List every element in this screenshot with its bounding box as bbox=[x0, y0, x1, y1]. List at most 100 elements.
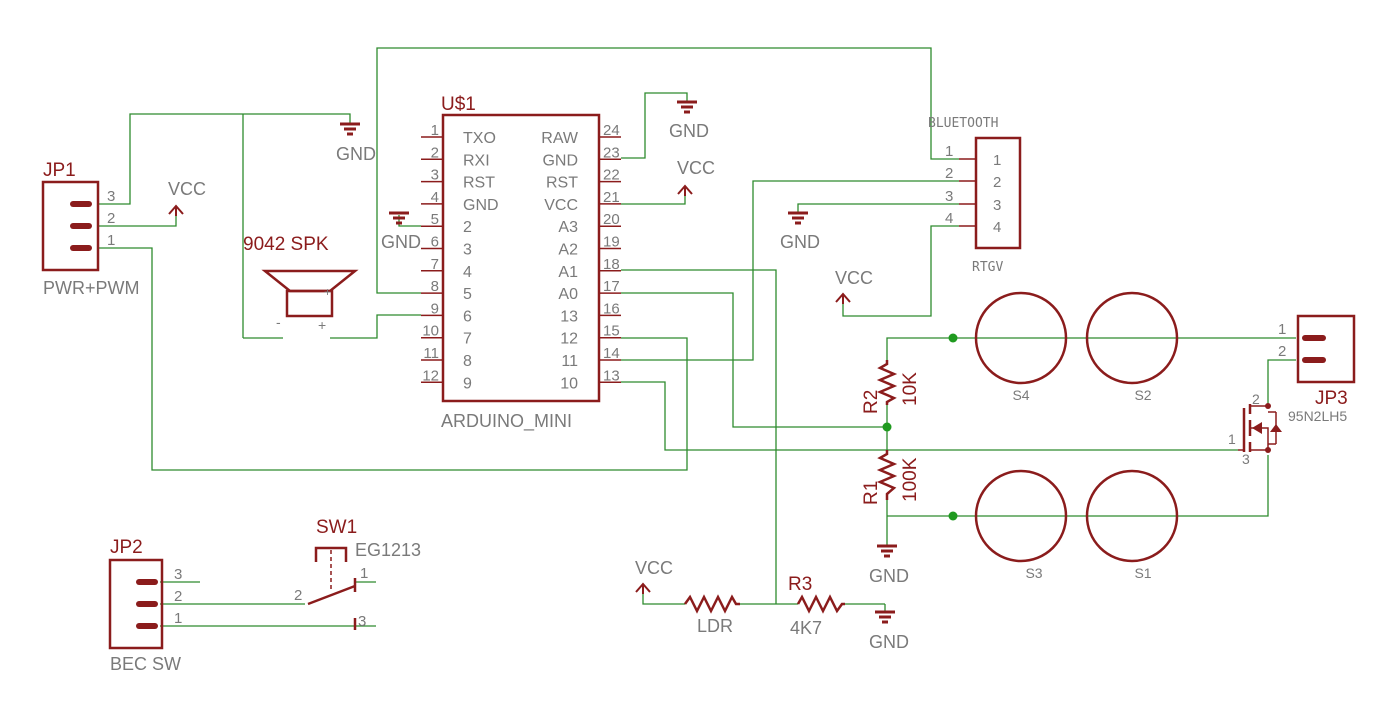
sensor-label: S3 bbox=[1025, 565, 1042, 581]
mcu-right-pin-label: RST bbox=[546, 175, 578, 192]
mcu-left-pin-label: TXO bbox=[463, 130, 496, 147]
mcu-right-pin-number: 19 bbox=[603, 234, 620, 251]
gnd-label: GND bbox=[780, 232, 820, 252]
vcc-label: VCC bbox=[635, 558, 673, 578]
jp2-pin: 3 bbox=[174, 566, 182, 583]
sensor-s2[interactable]: S2 bbox=[1085, 291, 1179, 403]
jp3-name: JP3 bbox=[1315, 388, 1348, 409]
speaker-minus: - bbox=[276, 314, 281, 330]
resistor-r2[interactable]: R2 10K bbox=[861, 360, 921, 414]
mosfet-pin: 2 bbox=[1252, 391, 1260, 407]
mcu-left-pin-label: 7 bbox=[463, 331, 472, 348]
r1-value: 100K bbox=[900, 457, 921, 502]
ldr-value: LDR bbox=[697, 616, 733, 636]
r1-name: R1 bbox=[861, 481, 882, 505]
jp2-value: BEC SW bbox=[110, 654, 181, 674]
junction-dot bbox=[948, 511, 958, 521]
mcu-left-pin-number: 9 bbox=[431, 300, 439, 317]
resistor-r1[interactable]: R1 100K bbox=[861, 450, 921, 505]
mcu-right-pin-number: 22 bbox=[603, 167, 620, 184]
bluetooth-pin-inner: 4 bbox=[993, 219, 1001, 236]
sensor-label: S2 bbox=[1134, 387, 1151, 403]
sw1-name: SW1 bbox=[316, 517, 357, 538]
bluetooth-module[interactable]: BLUETOOTH RTGV 1 2 3 4 1 2 3 4 bbox=[928, 116, 1022, 275]
ldr[interactable]: LDR bbox=[683, 594, 740, 636]
jp1-connector[interactable]: JP1 PWR+PWM 3 2 1 bbox=[41, 160, 140, 298]
mcu-left-pin-label: 9 bbox=[463, 375, 472, 392]
mcu-left-pin-number: 4 bbox=[431, 189, 439, 206]
mcu-left-pin-number: 1 bbox=[431, 122, 439, 139]
speaker-value: 9042 SPK bbox=[243, 234, 329, 255]
bluetooth-pin-inner: 2 bbox=[993, 174, 1001, 191]
mcu-left-pin-number: 10 bbox=[422, 323, 439, 340]
vcc-symbol: VCC bbox=[635, 558, 673, 594]
mcu-right-pin-number: 23 bbox=[603, 144, 620, 161]
sensor-s3[interactable]: S3 bbox=[974, 469, 1068, 581]
sw1-switch[interactable]: SW1 EG1213 1 2 3 bbox=[294, 517, 421, 630]
gnd-label: GND bbox=[381, 232, 421, 252]
gnd-symbol: GND bbox=[869, 610, 909, 652]
gnd-symbol: GND bbox=[381, 211, 421, 252]
r2-name: R2 bbox=[861, 390, 882, 414]
sensor-s4[interactable]: S4 bbox=[974, 291, 1068, 403]
mcu-right-pin-label: RAW bbox=[541, 130, 579, 147]
sw1-value: EG1213 bbox=[355, 540, 421, 560]
mcu-right-pin-number: 17 bbox=[603, 278, 620, 295]
resistor-r3[interactable]: R3 4K7 bbox=[788, 574, 845, 638]
sensor-s1[interactable]: S1 bbox=[1085, 469, 1179, 581]
jp3-pin: 1 bbox=[1278, 321, 1286, 338]
mcu-left-pin-label: GND bbox=[463, 197, 499, 214]
gnd-symbol: GND bbox=[669, 100, 709, 141]
mcu-value: ARDUINO_MINI bbox=[441, 411, 572, 432]
mcu-right-pin-number: 16 bbox=[603, 300, 620, 317]
bluetooth-pin-outer: 4 bbox=[945, 210, 953, 227]
vcc-label: VCC bbox=[835, 268, 873, 288]
jp3-connector[interactable]: JP3 1 2 bbox=[1278, 314, 1356, 409]
speaker-plus-top: + bbox=[324, 285, 331, 299]
gnd-label: GND bbox=[869, 632, 909, 652]
jp1-name: JP1 bbox=[43, 160, 76, 181]
mcu-left-pin-number: 6 bbox=[431, 234, 439, 251]
mcu-left-pin-number: 8 bbox=[431, 278, 439, 295]
jp2-pin: 2 bbox=[174, 588, 182, 605]
mcu-left-pin-label: 8 bbox=[463, 353, 472, 370]
sensor-label: S4 bbox=[1012, 387, 1029, 403]
vcc-symbol: VCC bbox=[168, 179, 206, 216]
mcu-left-pin-number: 12 bbox=[422, 367, 439, 384]
mcu-left-pin-number: 3 bbox=[431, 167, 439, 184]
mcu-right-pin-label: A3 bbox=[558, 219, 578, 236]
mcu-right-pin-label: A1 bbox=[558, 264, 578, 281]
mosfet[interactable]: 95N2LH5 2 1 3 bbox=[1228, 391, 1347, 467]
mcu-left-pin-label: 2 bbox=[463, 219, 472, 236]
mcu-left-pin-label: 4 bbox=[463, 264, 472, 281]
mcu-left-pin-label: 3 bbox=[463, 242, 472, 259]
gnd-symbol: GND bbox=[336, 122, 376, 164]
mcu-right-pin-number: 20 bbox=[603, 211, 620, 228]
jp2-connector[interactable]: JP2 BEC SW 3 2 1 bbox=[108, 537, 182, 674]
mcu-right-pin-number: 15 bbox=[603, 323, 620, 340]
mcu-right-pin-label: 13 bbox=[560, 308, 578, 325]
mosfet-pin: 1 bbox=[1228, 431, 1236, 447]
bluetooth-pin-outer: 3 bbox=[945, 188, 953, 205]
bluetooth-value: RTGV bbox=[972, 260, 1003, 275]
r3-name: R3 bbox=[788, 574, 812, 595]
r2-value: 10K bbox=[900, 372, 921, 406]
gnd-symbol: GND bbox=[780, 211, 820, 252]
speaker[interactable]: 9042 SPK - + + bbox=[243, 234, 359, 333]
sw1-pin: 2 bbox=[294, 587, 302, 604]
jp2-name: JP2 bbox=[110, 537, 143, 558]
wires bbox=[97, 47, 1296, 627]
bluetooth-title: BLUETOOTH bbox=[928, 116, 998, 131]
mcu-right-pin-label: 12 bbox=[560, 331, 578, 348]
sensor-label: S1 bbox=[1134, 565, 1151, 581]
r3-value: 4K7 bbox=[790, 618, 822, 638]
vcc-symbol: VCC bbox=[835, 268, 873, 304]
jp1-pin: 1 bbox=[107, 232, 115, 249]
mcu-right-pin-label: A2 bbox=[558, 242, 578, 259]
junctions bbox=[882, 333, 958, 521]
mcu-right-pin-number: 18 bbox=[603, 256, 620, 273]
